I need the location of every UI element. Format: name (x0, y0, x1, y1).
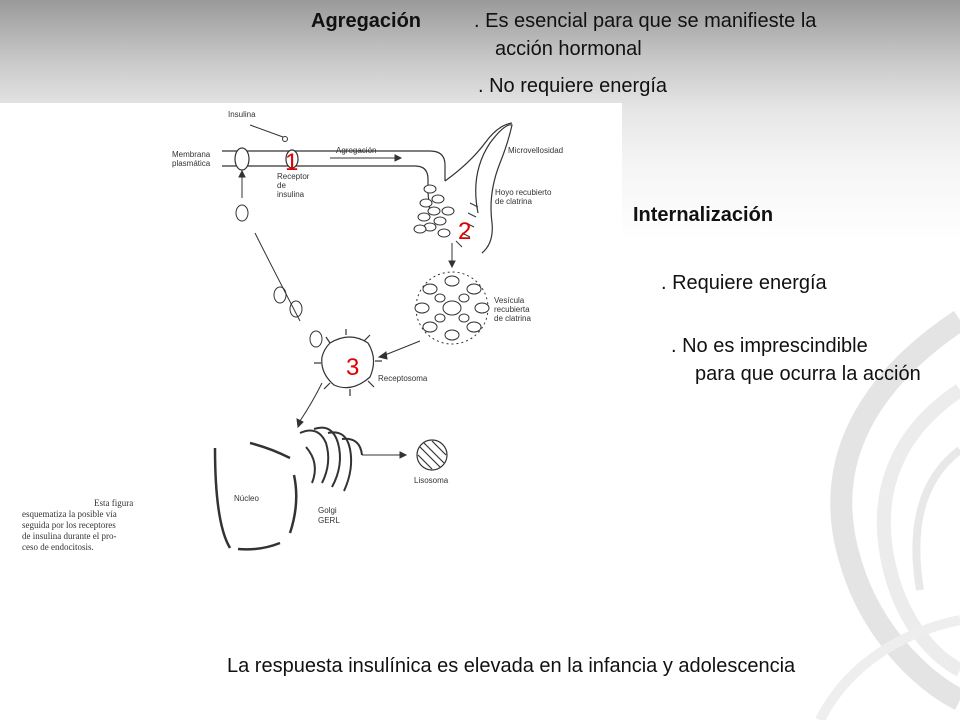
caption-line-4: de insulina durante el pro- (22, 531, 116, 541)
diagram-svg: Insulina Membrana plasmática Receptor de… (22, 110, 563, 552)
coated-pit (413, 184, 455, 238)
receptor-oval (234, 147, 250, 171)
agregacion-line-2: acción hormonal (495, 38, 642, 60)
arrow-to-golgi (296, 382, 323, 429)
marker-2: 2 (458, 218, 471, 245)
lysosome (416, 439, 448, 471)
receptor-oval (285, 149, 299, 169)
label-vesicula-2: recubierta (494, 305, 530, 314)
label-microvellosidad: Microvellosidad (508, 146, 563, 155)
caption-line-2: esquematiza la posible vía (22, 509, 117, 519)
label-receptor-1: Receptor (277, 172, 310, 181)
microvillus (475, 124, 513, 254)
arrow-to-receptosome (377, 340, 421, 360)
background-swoosh (815, 310, 960, 720)
label-vesicula-3: de clatrina (494, 314, 531, 323)
internalizacion-line-2: para que ocurra la acción (695, 363, 921, 385)
label-membrana-2: plasmática (172, 159, 211, 168)
marker-3: 3 (346, 354, 359, 381)
plasma-membrane (222, 122, 513, 214)
golgi-apparatus (299, 426, 363, 492)
agregacion-energy: . No requiere energía (478, 75, 668, 97)
agregacion-heading: Agregación (311, 10, 422, 32)
agregacion-line-1: . Es esencial para que se manifieste la (474, 10, 817, 32)
label-lisosoma: Lisosoma (414, 476, 449, 485)
label-receptor-2: de (277, 181, 286, 190)
arrow-to-lysosome (362, 451, 408, 459)
label-receptosoma: Receptosoma (378, 374, 428, 383)
internalizacion-heading: Internalización (633, 204, 774, 226)
label-nucleo: Núcleo (234, 494, 259, 503)
receptosome (314, 329, 382, 396)
caption-line-3: seguida por los receptores (22, 520, 116, 530)
aggregation-arrow (330, 154, 403, 162)
marker-1: 1 (285, 149, 298, 176)
caption-line-5: ceso de endocitosis. (22, 542, 94, 552)
internalizacion-energy: . Requiere energía (661, 272, 827, 294)
coated-vesicle (414, 271, 490, 345)
internalizacion-line-1: . No es imprescindible (671, 335, 868, 357)
arrow-to-vesicle (448, 243, 456, 269)
label-receptor-3: insulina (277, 190, 305, 199)
endocytosis-diagram: Insulina Membrana plasmática Receptor de… (0, 103, 622, 600)
label-insulina: Insulina (228, 110, 256, 119)
caption-line-1: Esta figura (94, 498, 133, 508)
label-membrana-1: Membrana (172, 150, 211, 159)
coated-pit-bristles (455, 202, 479, 248)
label-golgi-1: Golgi (318, 506, 337, 515)
label-golgi-2: GERL (318, 516, 340, 525)
recycle-path (235, 169, 323, 348)
nucleus (213, 441, 298, 551)
label-hoyo-2: de clatrina (495, 197, 532, 206)
label-agregacion: Agregación (336, 146, 376, 155)
footer-text: La respuesta insulínica es elevada en la… (227, 655, 796, 677)
insulin-arrow (249, 124, 288, 142)
label-hoyo-1: Hoyo recubierto (495, 188, 552, 197)
label-vesicula-1: Vesícula (494, 296, 525, 305)
